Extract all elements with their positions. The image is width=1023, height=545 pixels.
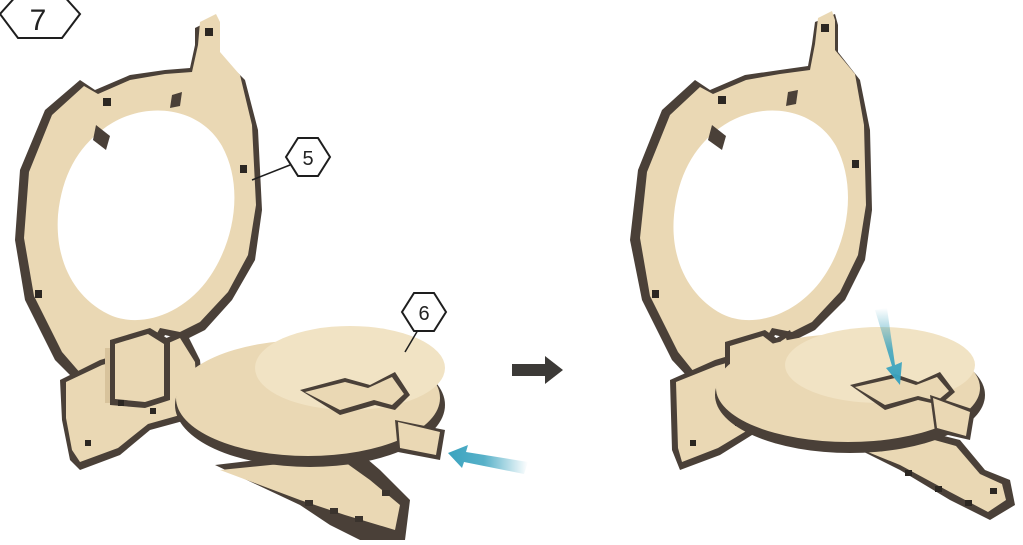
arrow-right-icon [512,356,563,384]
part-6-label: 6 [418,303,429,325]
push-arrow-left-icon [448,445,528,474]
oval-plate-part-6 [175,326,445,467]
assembly-before: 5 6 [15,14,528,540]
step-badge: 7 [0,0,80,38]
part-5-label: 5 [302,148,313,170]
assembly-after [630,11,1015,520]
part-5-callout: 5 [252,138,330,180]
step-number: 7 [30,4,47,37]
